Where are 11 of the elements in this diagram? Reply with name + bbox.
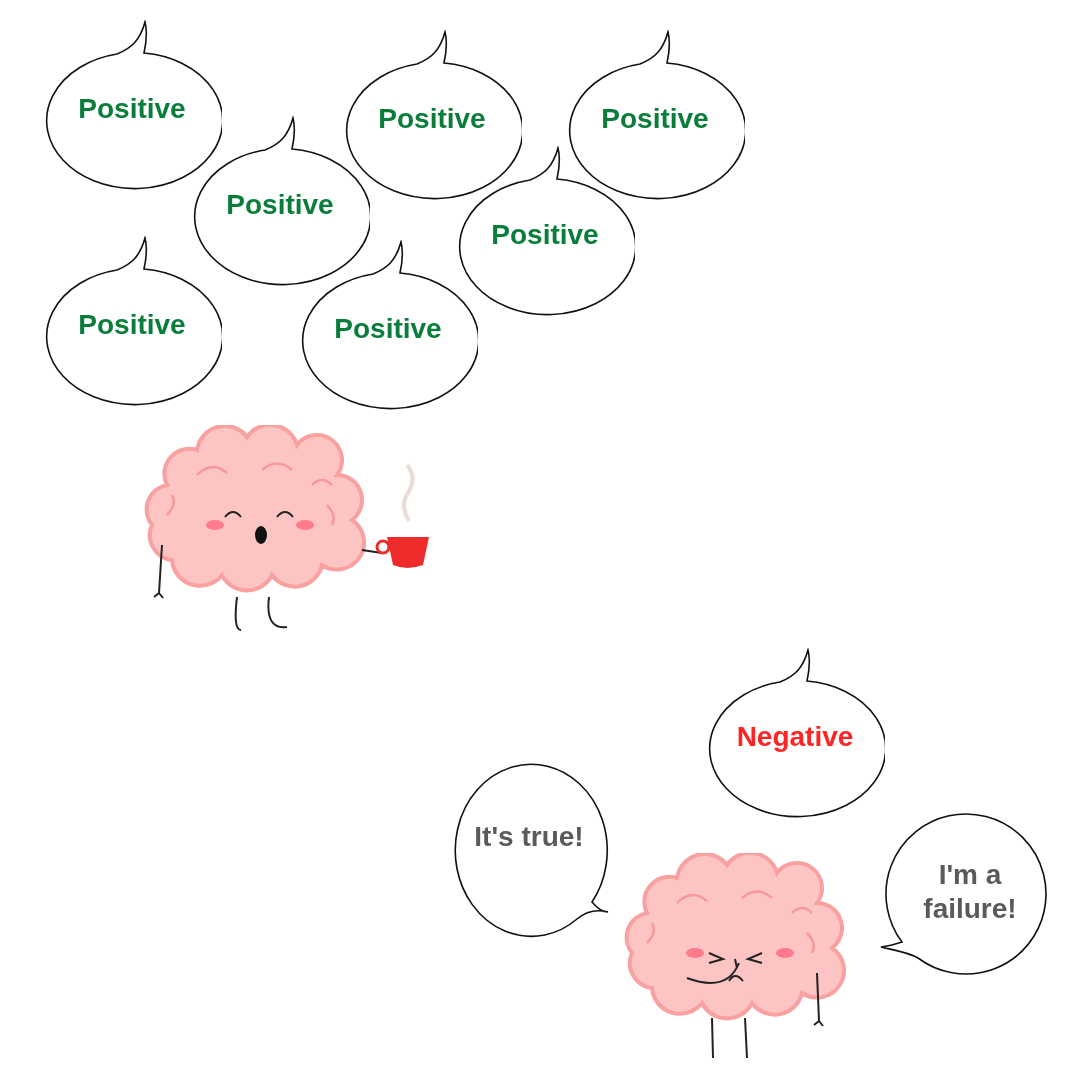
bubble-text: Positive (378, 102, 486, 136)
speech-bubble (878, 812, 1048, 977)
bubble-text: Positive (491, 218, 599, 252)
bubble-text: Positive (78, 92, 186, 126)
bubble-text: Positive (78, 308, 186, 342)
bubble-text: Positive (334, 312, 442, 346)
bubble-text: Positive (601, 102, 709, 136)
bubble-text: Positive (226, 188, 334, 222)
bubble-text: Negative (736, 720, 854, 754)
bubble-text: I'm a failure! (922, 857, 1018, 926)
bubble-text: It's true! (474, 820, 584, 854)
